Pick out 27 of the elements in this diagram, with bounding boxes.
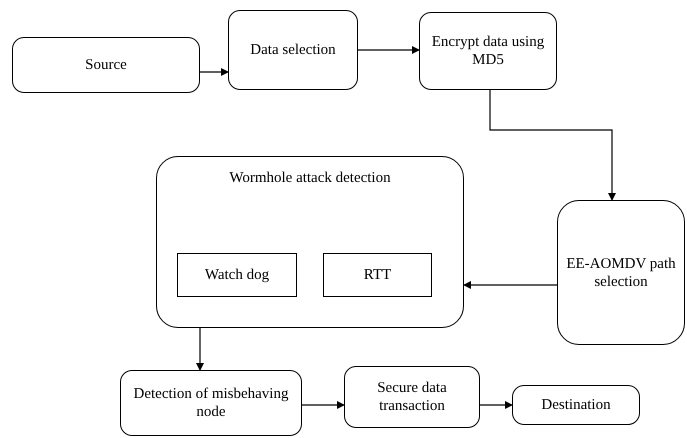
process-box xyxy=(228,10,358,90)
process-box xyxy=(177,253,297,297)
arrow xyxy=(463,281,557,289)
process-box xyxy=(12,37,200,93)
arrow xyxy=(200,68,229,76)
box-label: Secure data transaction xyxy=(376,379,448,415)
process-box xyxy=(557,200,685,345)
process-box xyxy=(156,156,464,328)
arrow xyxy=(358,46,420,54)
arrow xyxy=(480,401,513,409)
process-box xyxy=(419,12,557,90)
arrow xyxy=(196,328,204,371)
box-label: Destination xyxy=(541,396,611,414)
box-label: Wormhole attack detection xyxy=(229,169,391,187)
box-label: RTT xyxy=(364,266,392,284)
process-box xyxy=(120,370,302,436)
box-label: Source xyxy=(85,56,127,74)
arrow xyxy=(302,401,345,409)
arrow xyxy=(489,90,616,201)
box-label: Watch dog xyxy=(204,266,270,284)
box-label: Encrypt data using MD5 xyxy=(430,33,546,69)
box-label: Data selection xyxy=(250,41,336,59)
box-label: Detection of misbehaving node xyxy=(132,385,290,421)
process-box xyxy=(512,385,640,425)
process-box xyxy=(323,253,432,297)
process-box xyxy=(344,366,480,428)
box-label: EE-AOMDV path selection xyxy=(566,254,676,290)
